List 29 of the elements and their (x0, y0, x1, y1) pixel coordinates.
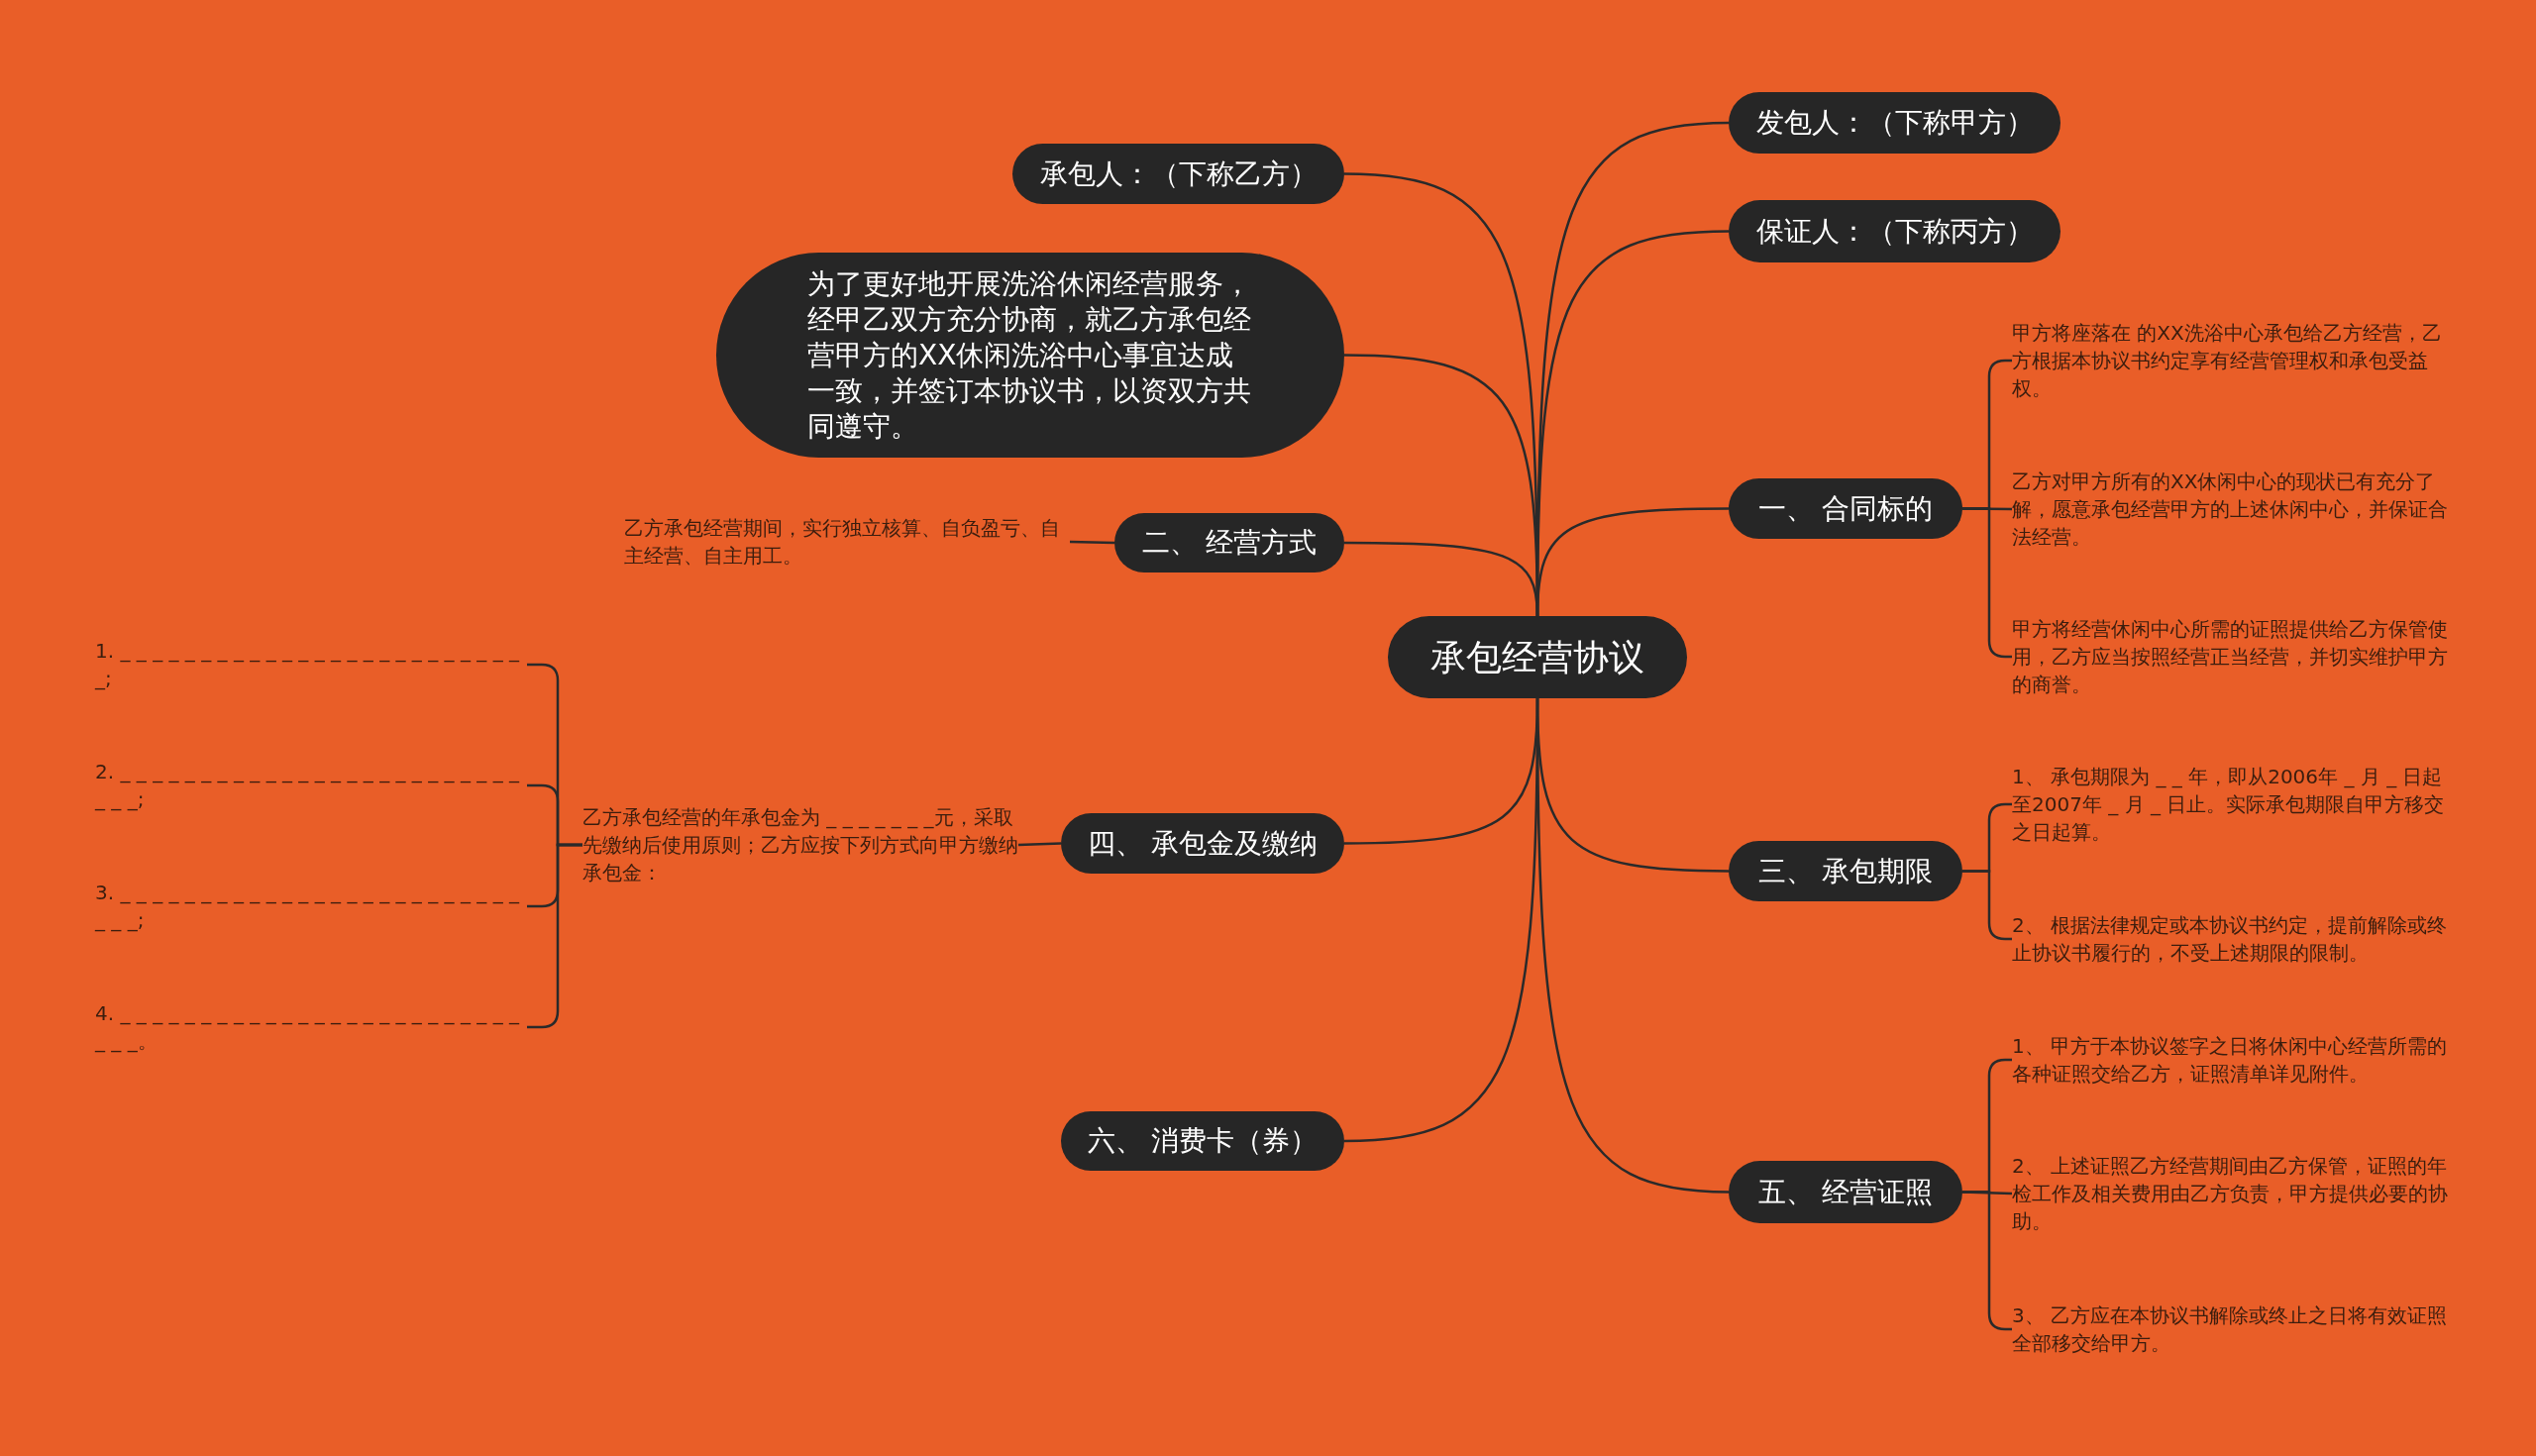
leaf-text: 乙方对甲方所有的XX休闲中心的现状已有充分了解，愿意承包经营甲方的上述休闲中心，并保证合法经营。 (2012, 466, 2458, 553)
topic-pill: 二、 经营方式 (1114, 513, 1344, 572)
leaf-text: 乙方承包经营期间，实行独立核算、自负盈亏、自主经营、自主用工。 (624, 510, 1070, 573)
central-topic: 承包经营协议 (1388, 616, 1687, 698)
connector-line (1535, 507, 1729, 617)
leaf-text: 甲方将经营休闲中心所需的证照提供给乙方保管使用，乙方应当按照经营正当经营，并切实维护甲方的商誉。 (2012, 613, 2458, 700)
topic-pill: 五、 经营证照 (1729, 1161, 1962, 1223)
connector-line (1017, 842, 1062, 847)
leaf-text: 3、 乙方应在本协议书解除或终止之日将有效证照全部移交给甲方。 (2012, 1300, 2458, 1359)
leaf-text: 2、 上述证照乙方经营期间由乙方保管，证照的年检工作及相关费用由乙方负责，甲方提供必要的协助。 (2012, 1150, 2458, 1237)
topic-pill: 发包人：（下称甲方） (1729, 92, 2060, 154)
leaf-text: 3. _ _ _ _ _ _ _ _ _ _ _ _ _ _ _ _ _ _ _ _ _ _ _ _ _ _ _ _; (95, 876, 527, 937)
topic-pill: 四、 承包金及缴纳 (1061, 813, 1344, 874)
leaf-text: 乙方承包经营的年承包金为 _ _ _ _ _ _ _元，采取先缴纳后使用原则；乙方应按下列方式向甲方缴纳承包金： (582, 800, 1018, 889)
topic-pill: 三、 承包期限 (1729, 841, 1962, 901)
topic-pill: 保证人：（下称丙方） (1729, 200, 2060, 262)
leaf-text: 1、 甲方于本协议签字之日将休闲中心经营所需的各种证照交给乙方，证照清单详见附件。 (2012, 1030, 2458, 1090)
leaf-text: 甲方将座落在 的XX洗浴中心承包给乙方经营，乙方根据本协议书约定享有经营管理权和承包受益权。 (2012, 317, 2458, 404)
leaf-text: 2. _ _ _ _ _ _ _ _ _ _ _ _ _ _ _ _ _ _ _ _ _ _ _ _ _ _ _ _; (95, 755, 527, 816)
connector-line (1069, 540, 1115, 545)
connector-line (1535, 698, 1730, 1194)
leaf-text: 2、 根据法律规定或本协议书约定，提前解除或终止协议书履行的，不受上述期限的限制。 (2012, 909, 2458, 969)
paragraph-pill: 为了更好地开展洗浴休闲经营服务，经甲乙双方充分协商，就乙方承包经营甲方的XX休闲洗浴中心事宜达成一致，并签订本协议书，以资双方共同遵守。 (716, 253, 1344, 458)
topic-pill: 一、 合同标的 (1729, 478, 1962, 539)
leaf-text: 4. _ _ _ _ _ _ _ _ _ _ _ _ _ _ _ _ _ _ _ _ _ _ _ _ _ _ _ _。 (95, 996, 527, 1058)
leaf-text: 1、 承包期限为 _ _ 年，即从2006年 _ 月 _ 日起至2007年 _ 月 _ 日止。实际承包期限自甲方移交之日起算。 (2012, 761, 2458, 848)
leaf-text: 1. _ _ _ _ _ _ _ _ _ _ _ _ _ _ _ _ _ _ _ _ _ _ _ _ _ _; (95, 634, 527, 695)
topic-pill: 承包人：（下称乙方） (1012, 144, 1344, 204)
topic-pill: 六、 消费卡（券） (1061, 1111, 1344, 1171)
